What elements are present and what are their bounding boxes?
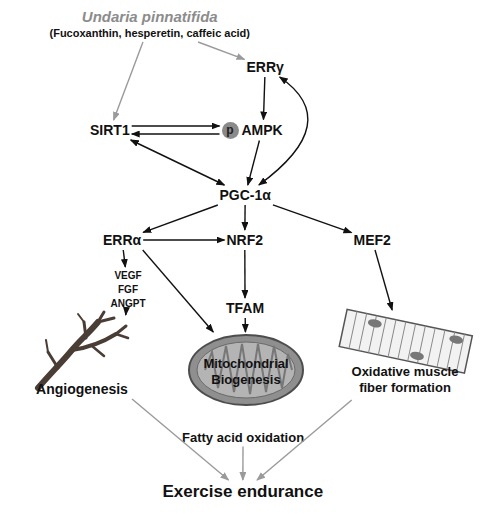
arrow-connector: [125, 313, 127, 315]
mitochondrion-illustration: [189, 335, 303, 405]
term-label: MEF2: [354, 232, 391, 248]
term-node: NRF2: [227, 232, 264, 248]
vessel-branch: [78, 314, 84, 322]
arrow-connector: [198, 42, 244, 59]
term-node: TFAM: [226, 300, 264, 316]
term-label: Fatty acid oxidation: [182, 430, 304, 445]
term-node: PGC-1α: [220, 187, 271, 203]
vessel-branch: [116, 334, 128, 338]
term-label: PGC-1α: [220, 187, 271, 203]
arrow-connector: [263, 77, 264, 120]
arrow-connector: [248, 141, 260, 186]
term-node: Angiogenesis: [27, 317, 137, 397]
vessel-branch: [84, 322, 86, 338]
muscle-nucleus: [449, 334, 464, 345]
term-label: Undaria pinnatifida: [82, 8, 218, 26]
term-label: VEGF FGF ANGPT: [108, 269, 148, 311]
blood-vessel-illustration: [38, 312, 128, 388]
term-label: ERRα: [103, 232, 141, 248]
term-node: SIRT1: [90, 122, 130, 138]
arrow-connector: [244, 205, 246, 230]
vessel-branch: [46, 340, 48, 352]
term-label: ERRγ: [247, 59, 284, 75]
vessel-branch: [116, 326, 126, 334]
term-label: (Fucoxanthin, hesperetin, caffeic acid): [50, 26, 251, 40]
term-node: pAMPK: [222, 122, 283, 139]
term-node: Undaria pinnatifida(Fucoxanthin, hespere…: [50, 8, 251, 40]
arrow-connector: [143, 205, 218, 232]
muscle-nucleus: [409, 350, 424, 361]
arrow-connector: [143, 250, 214, 332]
term-node: Oxidative muscle fiber formation: [340, 312, 470, 398]
arrow-connector: [245, 318, 247, 332]
term-label: TFAM: [226, 300, 264, 316]
term-node: VEGF FGF ANGPT: [108, 269, 148, 311]
muscle-fiber-body: [339, 309, 472, 373]
arrow-connector: [132, 125, 220, 126]
arrow-connector: [244, 250, 246, 298]
arrow-connector: [242, 447, 244, 481]
muscle-fiber-illustration: [339, 309, 472, 373]
term-label: SIRT1: [90, 122, 130, 138]
arrow-connector: [123, 250, 125, 267]
term-node: MEF2: [354, 232, 391, 248]
vessel-branch: [98, 318, 114, 322]
term-label: AMPK: [242, 122, 283, 138]
vessel-branch: [92, 346, 104, 356]
term-label: Angiogenesis: [36, 381, 128, 397]
arrow-connector: [273, 205, 352, 233]
muscle-nucleus: [367, 318, 382, 329]
term-label: Exercise endurance: [163, 482, 324, 502]
term-node: Fatty acid oxidation: [182, 430, 304, 445]
term-label: NRF2: [227, 232, 264, 248]
arrow-connector: [375, 250, 392, 310]
arrow-connector: [114, 42, 143, 120]
term-node: Exercise endurance: [163, 482, 324, 502]
arrow-connector: [131, 140, 225, 185]
muscle-striations: [349, 311, 464, 371]
term-label: Oxidative muscle fiber formation: [344, 364, 466, 396]
term-node: ERRα: [103, 232, 141, 248]
mitochondrion-outer: [189, 335, 303, 405]
vessel-branch: [48, 352, 58, 368]
phospho-mark: p: [222, 122, 239, 139]
vessel-trunk: [38, 322, 98, 388]
arrow-connector: [132, 133, 220, 134]
term-label: Mitochondrial Biogenesis: [194, 356, 298, 388]
term-node: ERRγ: [247, 59, 284, 75]
arrow-connector: [143, 239, 224, 240]
term-node: Mitochondrial Biogenesis: [187, 334, 305, 406]
